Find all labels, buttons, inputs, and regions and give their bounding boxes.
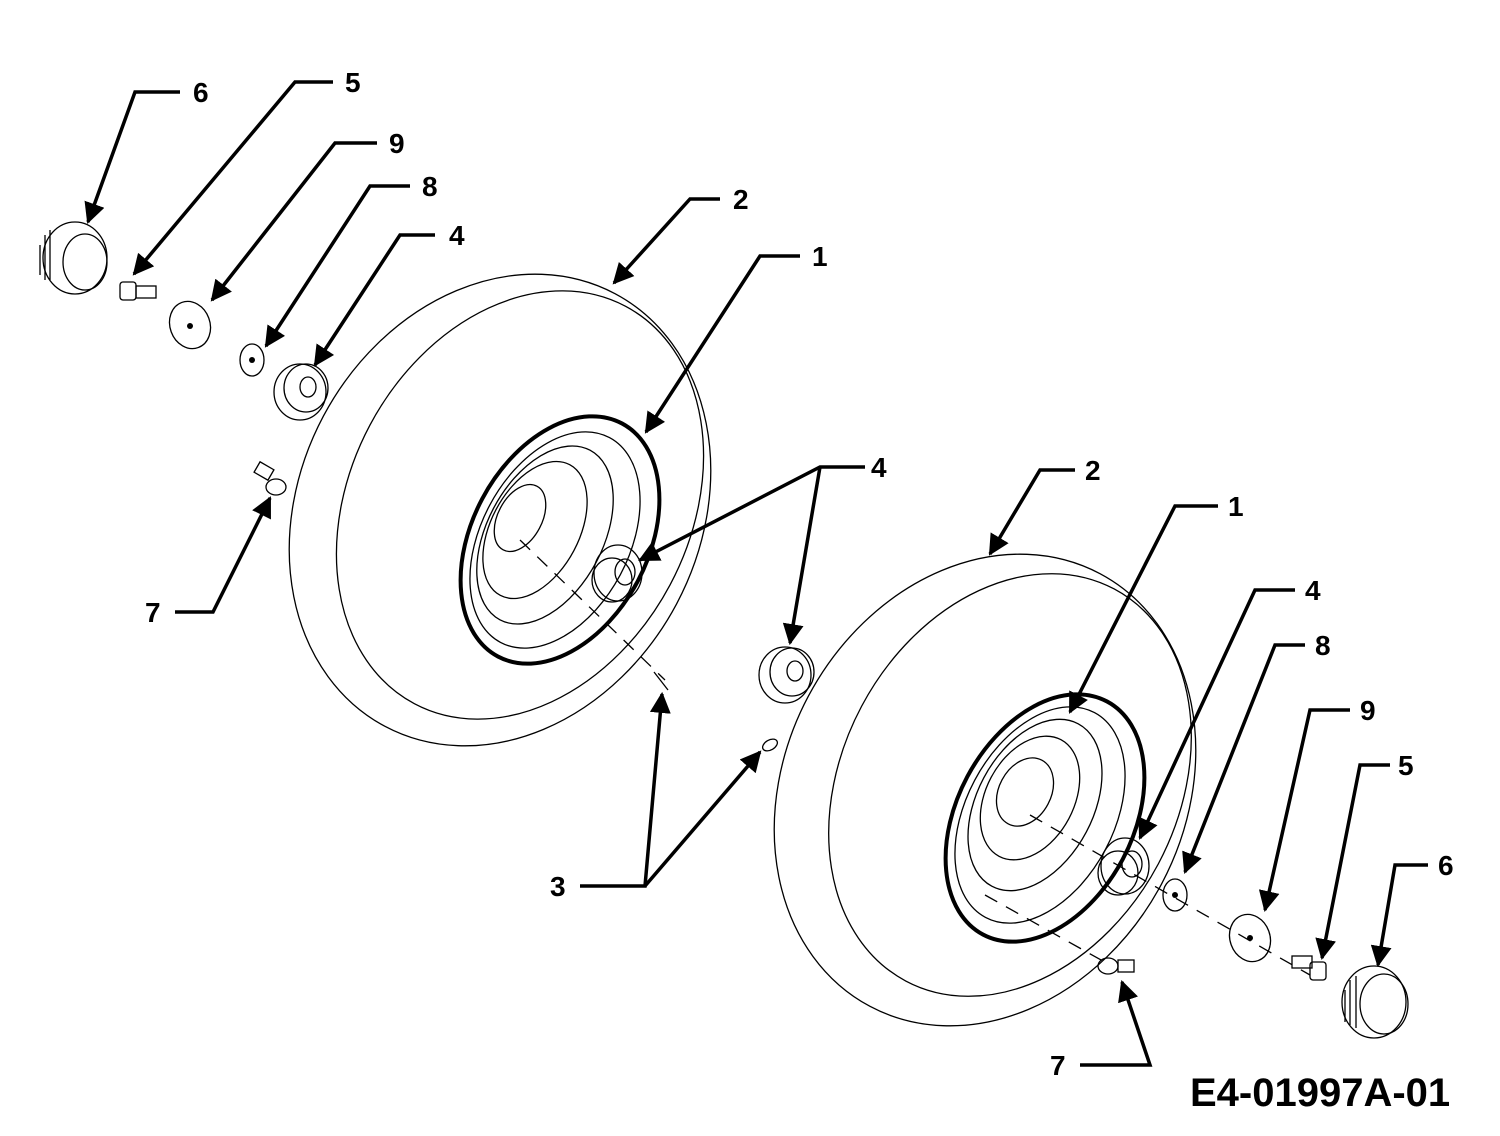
small-washer-right [1162, 878, 1188, 912]
wheel-assembly-left [39, 221, 712, 747]
hub-cap-left [39, 221, 108, 295]
valve-stem-right [1097, 957, 1135, 975]
callout-4-right: 4 [1305, 575, 1321, 606]
drawing-code: E4-01997A-01 [1190, 1071, 1450, 1115]
wheel-assembly-right [773, 553, 1409, 1039]
bolt-right [1291, 955, 1327, 981]
callout-9-right: 9 [1360, 695, 1376, 726]
tire-left [288, 273, 712, 747]
callout-1-right: 1 [1228, 491, 1244, 522]
valve-core-left [653, 671, 669, 691]
callout-8-right: 8 [1315, 630, 1331, 661]
washer-left [168, 300, 212, 350]
bushing-middle [758, 646, 815, 704]
bolt-left [119, 281, 157, 301]
callout-2-left: 2 [733, 184, 749, 215]
hub-cap-right [1341, 965, 1409, 1039]
leader-lines [84, 80, 1428, 1067]
bushing-left-inner [591, 544, 643, 603]
bushing-right-inner [1097, 837, 1150, 896]
valve-stem-left [253, 460, 287, 496]
bushing-left-outer [273, 363, 329, 421]
callout-7-left: 7 [145, 597, 161, 628]
callout-2-right: 2 [1085, 455, 1101, 486]
callout-3-shared: 3 [550, 871, 566, 902]
valve-core-right [761, 738, 779, 752]
callout-5-left: 5 [345, 67, 361, 98]
callout-4-shared: 4 [871, 452, 887, 483]
callout-labels: 6 5 9 8 4 2 1 7 4 3 2 1 4 8 9 5 6 7 [145, 67, 1454, 1081]
callout-6-right: 6 [1438, 850, 1454, 881]
callout-7-right: 7 [1050, 1050, 1066, 1081]
rim-right [943, 692, 1147, 944]
tire-right [773, 553, 1197, 1027]
small-washer-left [239, 343, 265, 377]
callout-4-left: 4 [449, 220, 465, 251]
callout-5-right: 5 [1398, 750, 1414, 781]
rim-left [458, 414, 662, 666]
washer-right [1228, 913, 1272, 963]
callout-1-left: 1 [812, 241, 828, 272]
callout-6-left: 6 [193, 77, 209, 108]
callout-8-left: 8 [422, 171, 438, 202]
callout-9-left: 9 [389, 128, 405, 159]
